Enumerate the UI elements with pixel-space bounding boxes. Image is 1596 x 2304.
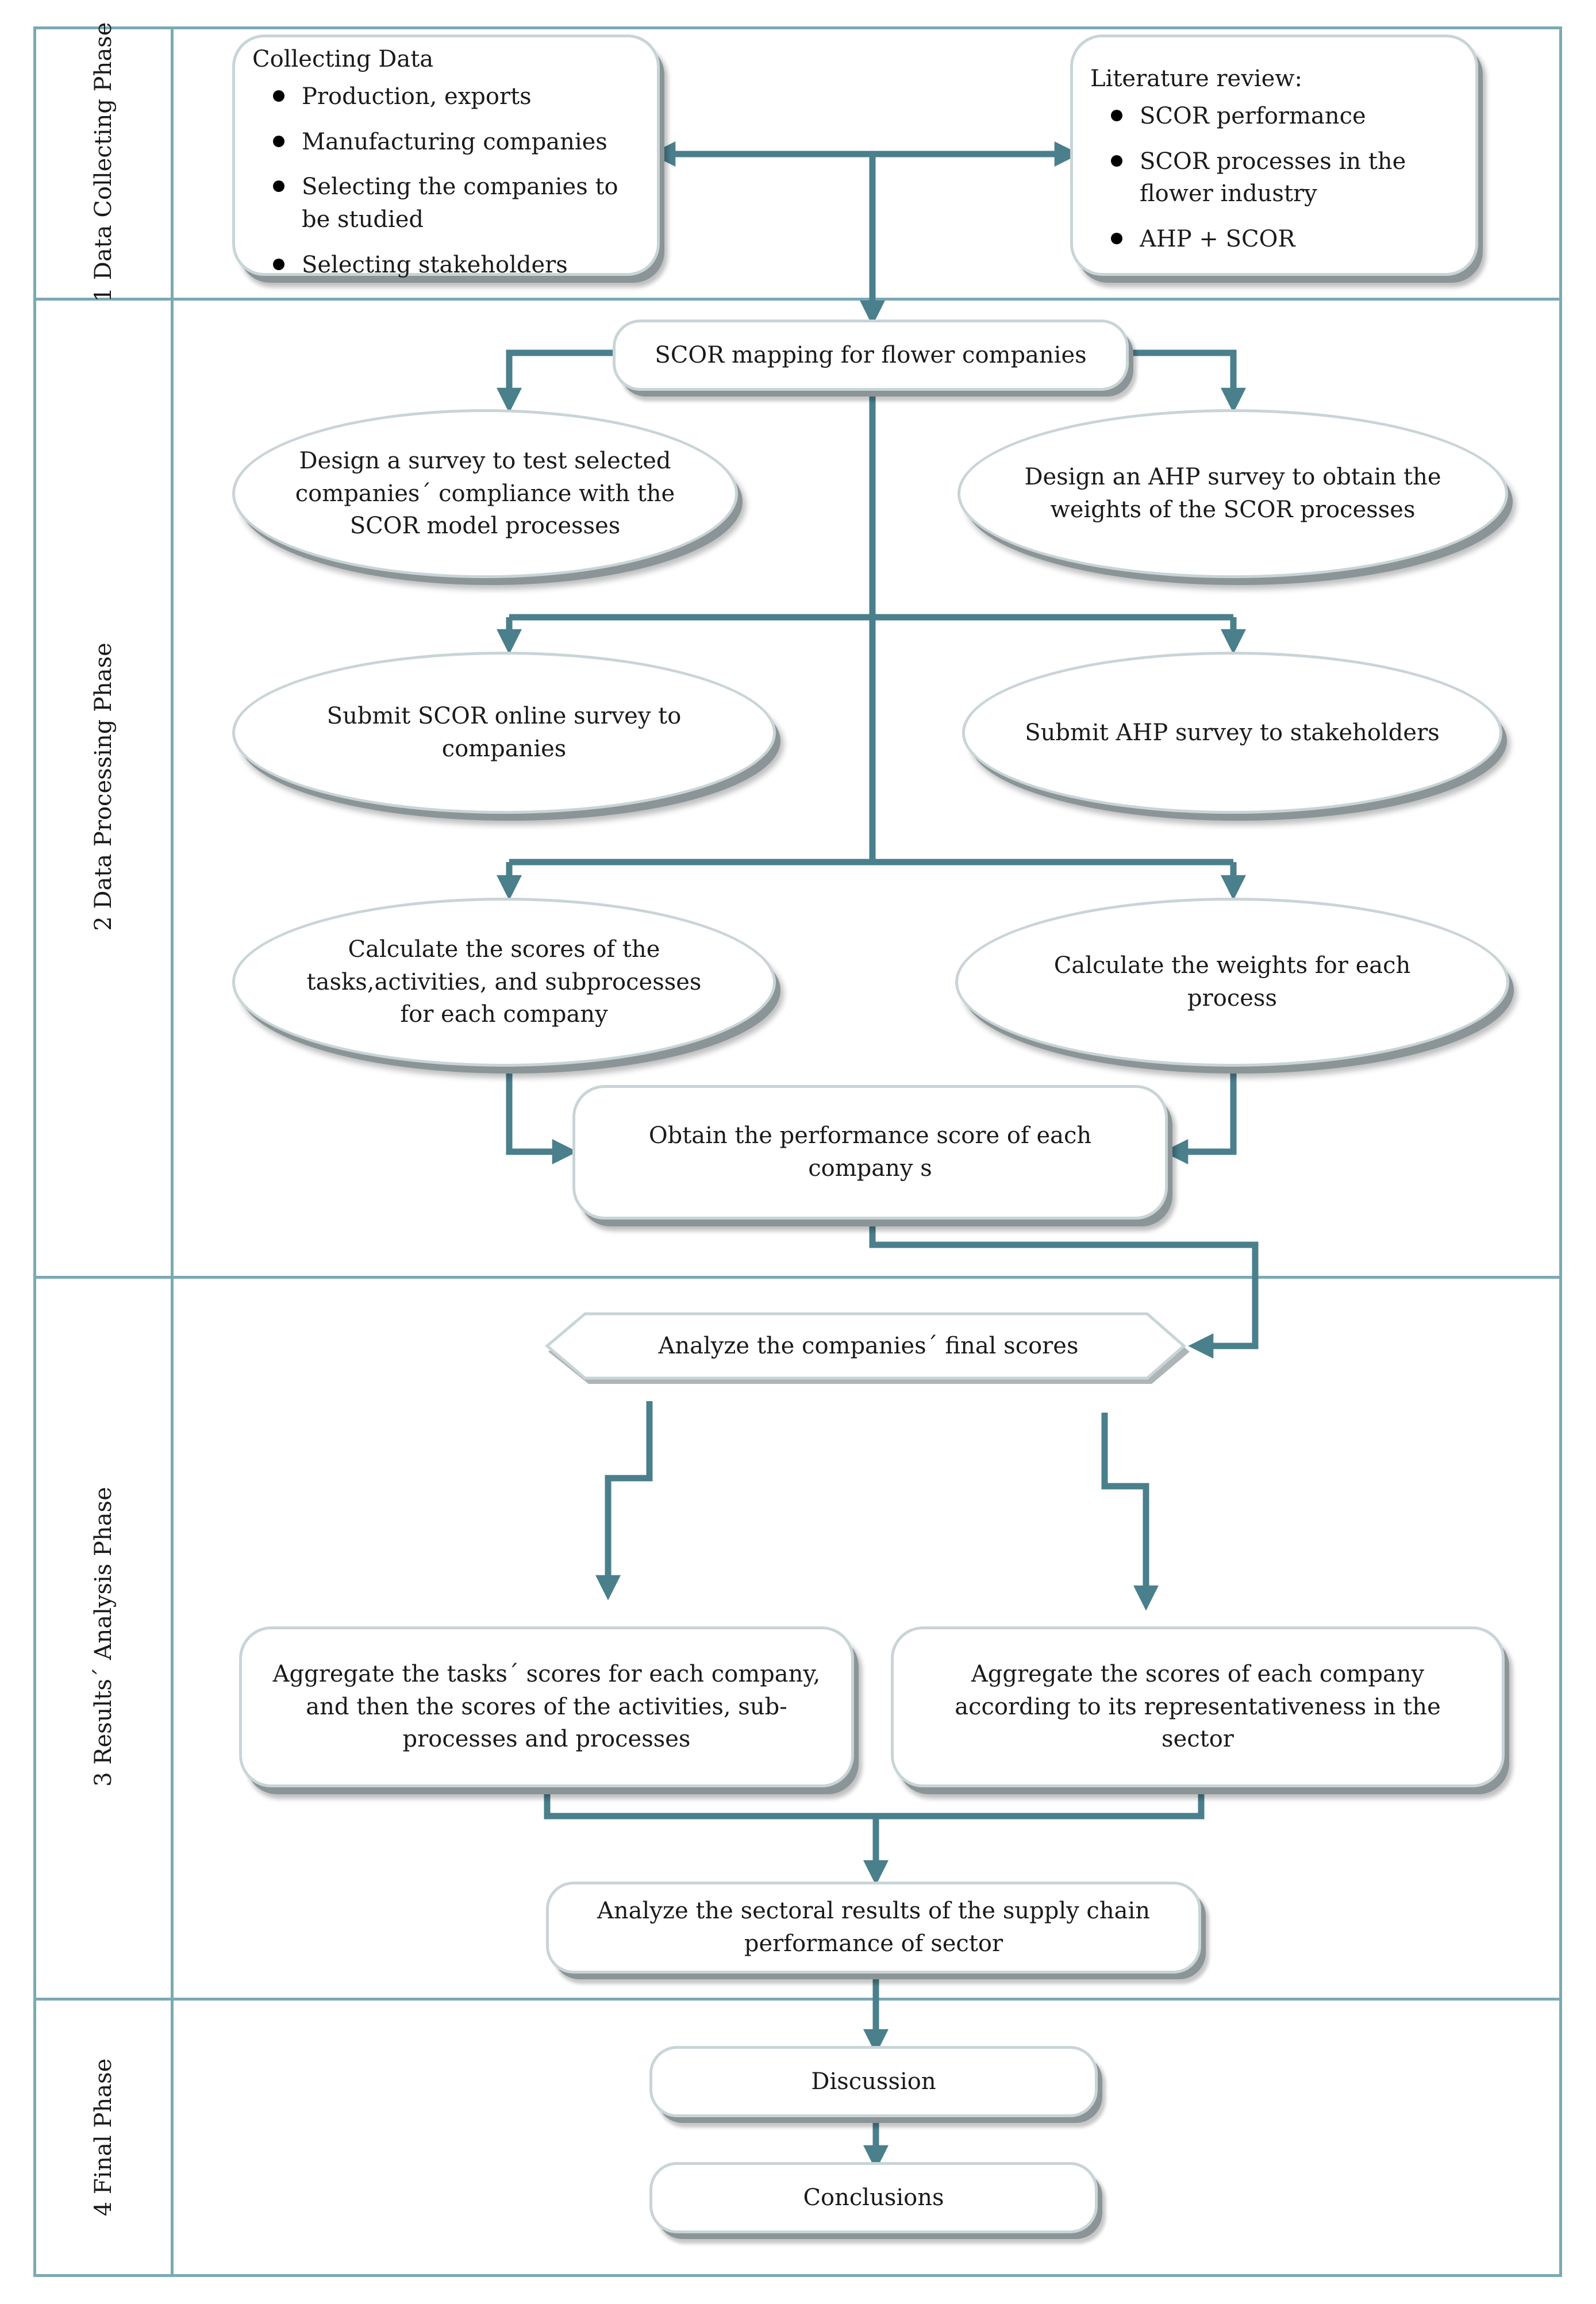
collecting-data-list: Production, exports Manufacturing compan… [252,80,640,282]
obtain-performance-score-node: Obtain the performance score of each com… [572,1085,1168,1220]
phase-divider-2 [33,1276,1562,1279]
list-item: Selecting stakeholders [273,249,640,282]
collecting-data-title: Collecting Data [252,46,434,72]
design-survey-node: Design a survey to test selected compani… [232,409,738,578]
aggregate-tasks-node: Aggregate the tasks´ scores for each com… [239,1626,854,1787]
phase-divider-1 [33,298,1562,301]
aggregate-sector-node: Aggregate the scores of each company acc… [891,1626,1505,1787]
analyze-final-scores-node: Analyze the companies´ final scores [544,1310,1193,1388]
literature-review-box: Literature review: SCOR performance SCOR… [1070,34,1478,276]
analyze-sectoral-results-node: Analyze the sectoral results of the supp… [546,1882,1201,1974]
conclusions-node: Conclusions [649,2162,1098,2233]
scor-mapping-node: SCOR mapping for flower companies [613,320,1129,391]
discussion-node: Discussion [649,2046,1098,2117]
list-item: SCOR processes in the flower industry [1111,145,1458,211]
phase-divider-3 [33,1998,1562,2001]
list-item: Manufacturing companies [273,126,640,159]
list-item: AHP + SCOR [1111,223,1458,256]
calculate-scores-node: Calculate the scores of the tasks,activi… [232,898,776,1067]
list-item: SCOR performance [1111,100,1458,133]
literature-review-list: SCOR performance SCOR processes in the f… [1090,100,1458,256]
phase-label-column [33,26,174,2277]
list-item: Production, exports [273,80,640,113]
collecting-data-box: Collecting Data Production, exports Manu… [232,34,660,278]
literature-review-title: Literature review: [1090,66,1302,92]
submit-scor-survey-node: Submit SCOR online survey to companies [232,652,776,814]
list-item: Selecting the companies to be studied [273,171,640,236]
design-ahp-node: Design an AHP survey to obtain the weigh… [957,409,1508,578]
calculate-weights-node: Calculate the weights for each process [955,898,1509,1067]
analyze-final-scores-label: Analyze the companies´ final scores [658,1333,1079,1359]
submit-ahp-survey-node: Submit AHP survey to stakeholders [962,652,1502,814]
